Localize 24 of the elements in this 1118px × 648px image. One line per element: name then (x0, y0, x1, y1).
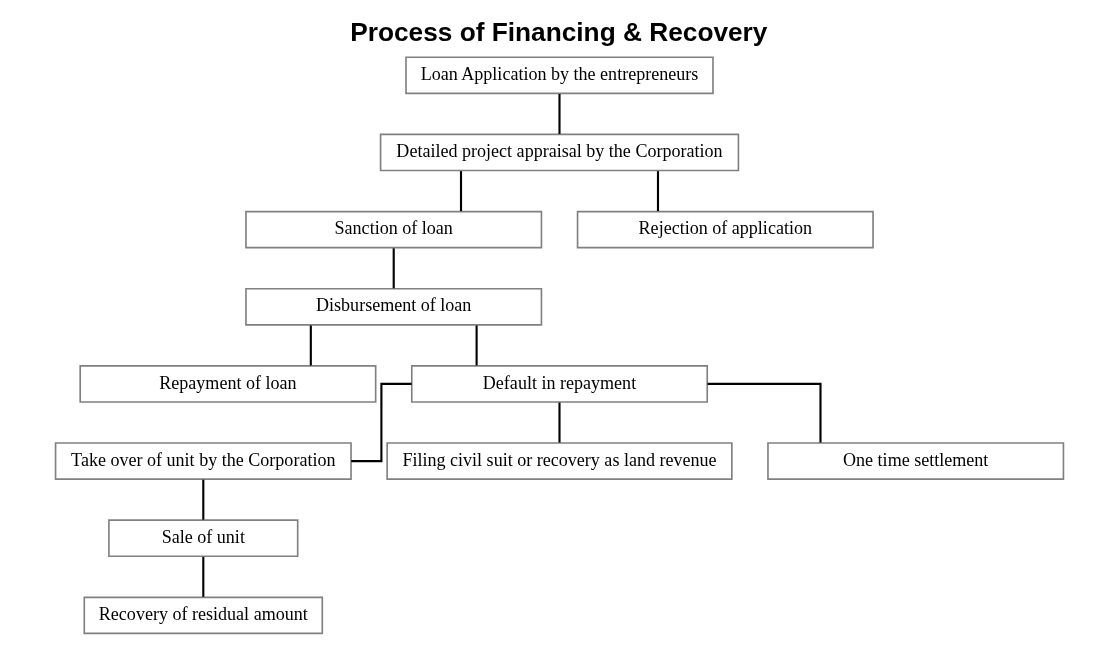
connector (707, 382, 822, 443)
node-box: Recovery of residual amount (82, 596, 323, 635)
connector (350, 382, 412, 463)
node-box: Sanction of loan (244, 210, 542, 249)
node-box: Repayment of loan (78, 365, 376, 403)
node-box: Take over of unit by the Corporation (54, 442, 352, 480)
node-box: Default in repayment (410, 365, 708, 403)
node-box: Rejection of application (576, 210, 874, 249)
node-box: Filing civil suit or recovery as land revenue (385, 442, 733, 480)
node-box: Sale of unit (107, 519, 298, 558)
connector (656, 171, 659, 212)
connector (201, 556, 204, 597)
diagram-title: Process of Financing & Recovery (349, 16, 767, 47)
node-box: One time settlement (766, 442, 1064, 480)
node-box: Loan Application by the entrepreneurs (404, 56, 714, 95)
connector (201, 479, 204, 520)
connector (309, 325, 312, 366)
connector (392, 248, 395, 289)
node-box: Disbursement of loan (244, 287, 542, 326)
connector (459, 171, 462, 212)
connector (475, 325, 478, 366)
connector (557, 402, 561, 443)
connector (557, 94, 561, 134)
node-box: Detailed project appraisal by the Corporation (379, 133, 739, 172)
